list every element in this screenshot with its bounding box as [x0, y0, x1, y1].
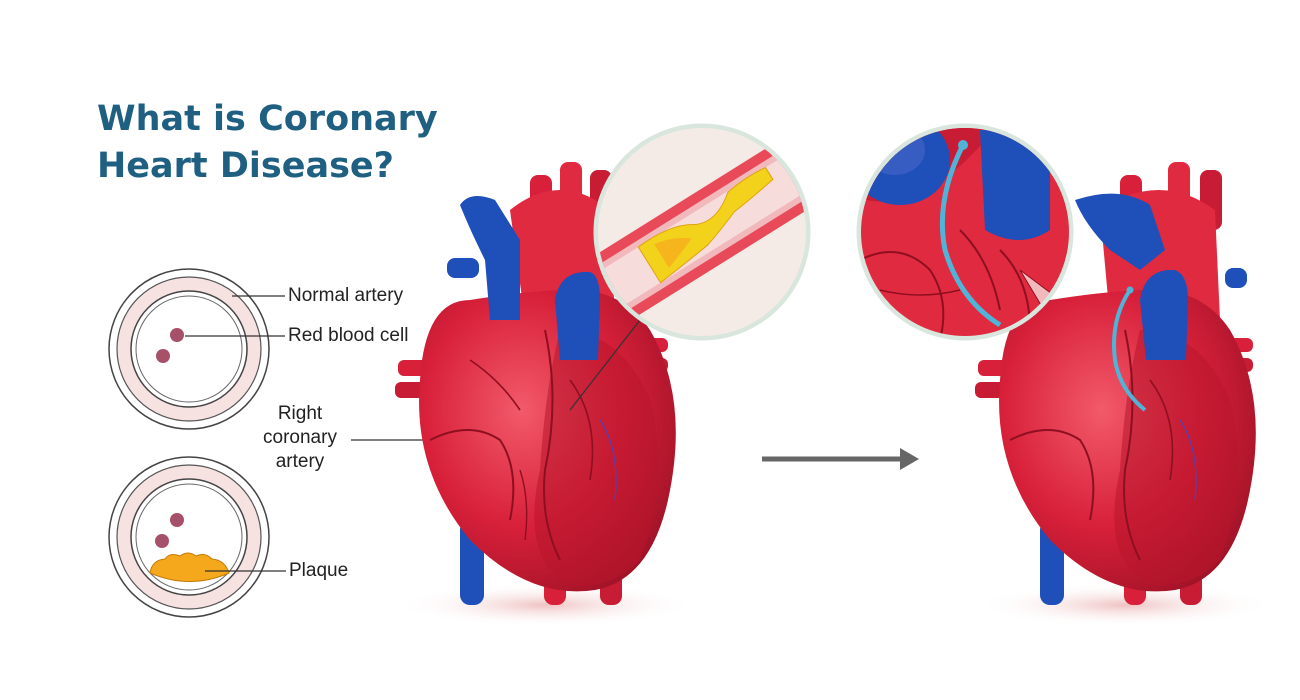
page-title-line2: Heart Disease? — [97, 146, 394, 186]
right-arrow-icon — [762, 448, 919, 470]
bypass-graft — [939, 143, 1002, 328]
heart-icon — [975, 162, 1275, 627]
label-plaque: Plaque — [289, 560, 349, 581]
page-title-line1: What is Coronary — [97, 99, 438, 139]
plaque-deposit — [149, 552, 230, 582]
red-blood-cell — [155, 534, 169, 548]
red-blood-cell — [170, 513, 184, 527]
page-title: What is Coronary Heart Disease? — [97, 96, 438, 190]
magnifier-circle-icon — [856, 123, 1074, 341]
red-blood-cell — [170, 328, 184, 342]
bypass-graft — [1112, 288, 1147, 412]
label-red-blood-cell: Red blood cell — [288, 325, 409, 346]
plaque-artery-cross-section — [108, 456, 286, 618]
red-blood-cell — [156, 349, 170, 363]
normal-artery-cross-section — [108, 268, 285, 430]
magnifier-circle-icon — [593, 123, 811, 341]
heart-icon — [395, 162, 695, 627]
label-right-coronary-artery: Right coronary artery — [263, 403, 337, 472]
magnifier-pointer-line — [569, 319, 641, 411]
label-normal-artery: Normal artery — [288, 285, 404, 306]
